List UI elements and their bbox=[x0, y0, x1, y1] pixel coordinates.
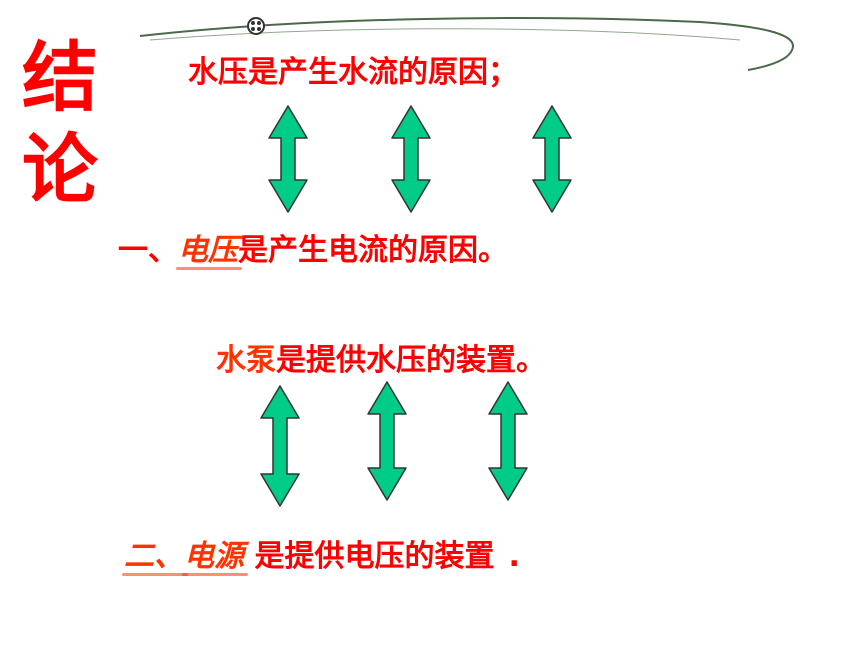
swoosh-dot-icon bbox=[247, 17, 265, 35]
double-arrow-icon-row2-3 bbox=[488, 381, 528, 501]
point-2-prefix: 二、 bbox=[122, 539, 188, 576]
point-2-rest: 是提供电压的装置 bbox=[244, 539, 495, 574]
point-1-line: 一、电压是产生电流的原因。 bbox=[118, 233, 508, 270]
point-2-term: 电源 bbox=[182, 539, 248, 576]
point-2-end: . bbox=[508, 539, 520, 574]
point-1-rest: 是产生电流的原因。 bbox=[238, 233, 508, 268]
double-arrow-icon-row2-2 bbox=[367, 381, 407, 501]
point-2-line: 二、电源 是提供电压的装置. bbox=[122, 539, 520, 576]
water-pressure-line: 水压是产生水流的原因； bbox=[188, 55, 518, 90]
pump-rest: 是提供水压的装置。 bbox=[276, 343, 546, 378]
swoosh-underline-icon bbox=[149, 28, 741, 41]
pump-term: 水泵 bbox=[216, 343, 276, 378]
double-arrow-icon-row2-1 bbox=[260, 385, 300, 507]
double-arrow-icon-row1-2 bbox=[391, 105, 431, 213]
title-char-2: 论 bbox=[22, 125, 98, 214]
double-arrow-icon-row1-3 bbox=[532, 105, 572, 213]
title-char-1: 结 bbox=[22, 33, 98, 122]
point-1-prefix: 一、 bbox=[118, 233, 178, 268]
double-arrow-icon-row1-1 bbox=[268, 105, 308, 213]
swoosh-line-icon bbox=[139, 17, 794, 71]
pump-line: 水泵是提供水压的装置。 bbox=[216, 346, 546, 376]
point-1-term: 电压 bbox=[176, 233, 242, 270]
